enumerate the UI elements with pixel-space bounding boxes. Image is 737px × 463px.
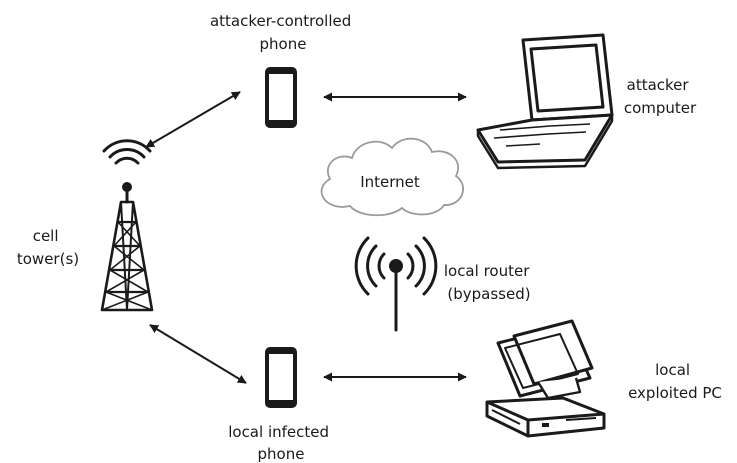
internet-label: Internet	[360, 173, 420, 191]
attacker-phone-label: attacker-controlled phone	[210, 12, 356, 53]
cell-tower-label: cell tower(s)	[17, 227, 79, 268]
infected-phone-icon	[265, 347, 297, 408]
cell-tower-icon	[100, 139, 154, 312]
desktop-pc-icon	[485, 319, 606, 438]
arrow-tower-to-attacker-phone	[145, 91, 241, 148]
local-router-label: local router (bypassed)	[444, 262, 534, 303]
attacker-computer-label: attacker computer	[624, 76, 697, 117]
laptop-icon	[476, 33, 614, 170]
arrow-tower-to-infected-phone	[149, 324, 247, 384]
cloud-icon	[320, 137, 464, 217]
connection-arrows	[145, 91, 467, 384]
router-icon	[354, 236, 438, 332]
attacker-phone-icon	[265, 67, 297, 128]
infected-phone-label: local infected phone	[228, 423, 334, 463]
exploited-pc-label: local exploited PC	[628, 361, 722, 402]
